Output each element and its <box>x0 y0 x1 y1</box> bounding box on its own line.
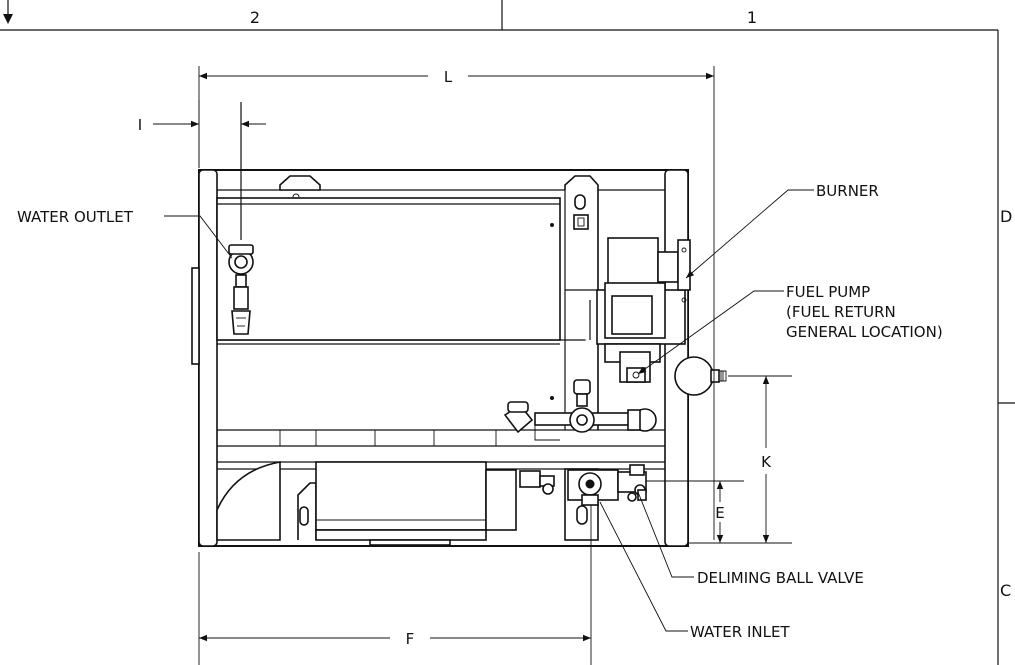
dimension-k <box>688 375 792 544</box>
zone-label-1: 1 <box>747 8 757 27</box>
dimension-label-l: L <box>444 68 453 86</box>
heat-exchanger <box>216 197 561 400</box>
callout-deliming-ball-valve: DELIMING BALL VALVE <box>697 569 864 587</box>
callout-fuel-pump-line-2: (FUEL RETURN <box>786 303 896 321</box>
callout-water-inlet: WATER INLET <box>690 623 790 641</box>
top-brackets <box>279 175 599 430</box>
middle-plumbing <box>503 379 657 441</box>
bottom-section <box>216 461 647 546</box>
dimension-label-e: E <box>715 504 724 522</box>
callout-fuel-pump-line-1: FUEL PUMP <box>786 283 870 301</box>
zone-label-c: C <box>1000 581 1011 600</box>
callout-burner: BURNER <box>816 182 879 200</box>
fuel-pump <box>604 343 661 383</box>
zone-label-d: D <box>1000 207 1012 226</box>
callout-leaders <box>164 189 814 632</box>
dimension-f <box>198 505 592 665</box>
dimension-e <box>646 480 744 543</box>
burner-assembly <box>565 237 691 345</box>
zone-label-2: 2 <box>250 8 260 27</box>
callout-water-outlet: WATER OUTLET <box>17 208 134 226</box>
dimension-label-f: F <box>406 630 415 648</box>
callout-fuel-pump-line-3: GENERAL LOCATION) <box>786 323 943 341</box>
dimension-i <box>153 100 266 168</box>
gauge <box>674 356 727 396</box>
dimension-label-i: I <box>138 116 142 134</box>
water-outlet-fitting <box>228 102 254 335</box>
dimension-label-k: K <box>761 453 772 471</box>
